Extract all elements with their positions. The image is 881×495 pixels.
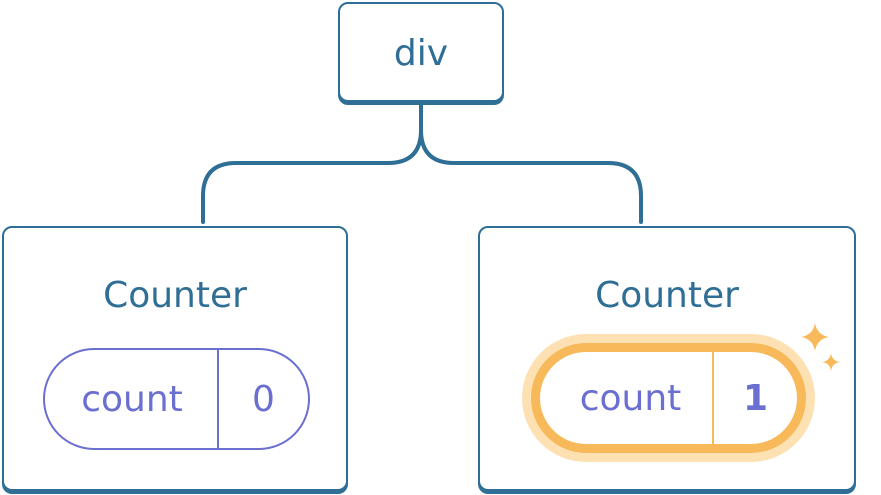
counter-node-left: Counter count 0	[2, 226, 348, 491]
state-divider	[217, 350, 219, 448]
state-value: 1	[742, 377, 769, 419]
state-pill: count 0	[43, 348, 310, 450]
connector-right-branch	[419, 100, 643, 224]
state-name: count	[81, 378, 183, 420]
counter-title: Counter	[595, 275, 739, 316]
counter-title: Counter	[103, 275, 247, 316]
counter-node-right: Counter count 1	[478, 226, 856, 491]
root-div-node: div	[338, 2, 504, 102]
connector-left-branch	[201, 100, 423, 224]
state-value: 0	[252, 378, 275, 420]
state-pill-highlighted: count 1	[531, 343, 806, 453]
state-name: count	[579, 377, 682, 419]
sparkle-small-star	[822, 353, 840, 371]
sparkle-icon	[801, 323, 840, 371]
root-node-label: div	[393, 33, 449, 74]
sparkle-large-star	[801, 323, 829, 351]
state-divider	[712, 352, 714, 444]
